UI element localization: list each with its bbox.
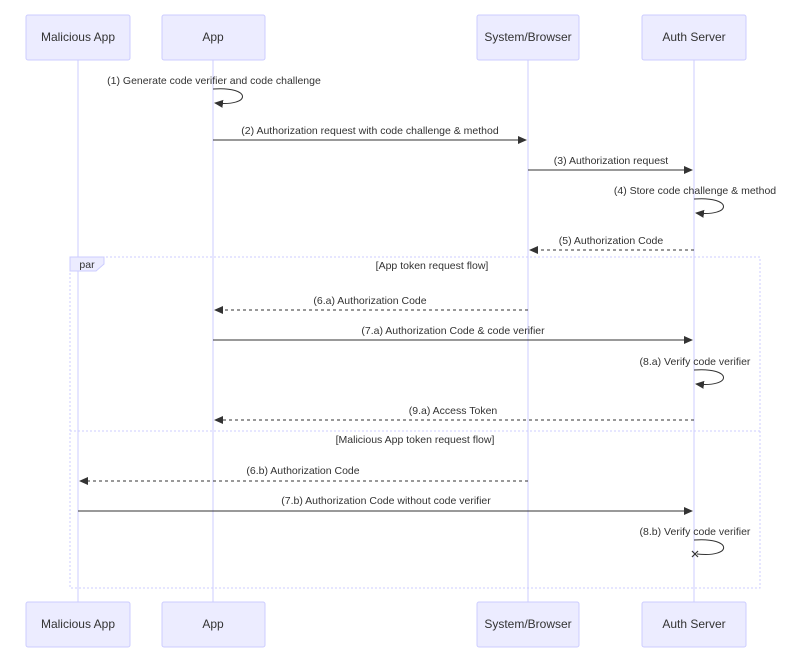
message-label: (8.b) Verify code verifier bbox=[640, 526, 751, 538]
message-7a: (7.a) Authorization Code & code verifier bbox=[213, 325, 693, 344]
participant-label: Auth Server bbox=[662, 30, 725, 44]
message-label: (7.a) Authorization Code & code verifier bbox=[361, 325, 545, 337]
par-label-tab bbox=[69, 256, 105, 272]
message-label: (2) Authorization request with code chal… bbox=[241, 125, 499, 137]
participant-system-browser-top: System/Browser bbox=[476, 14, 580, 61]
participant-label: System/Browser bbox=[484, 617, 571, 631]
par-section-title-app: [App token request flow] bbox=[376, 260, 489, 272]
participant-auth-server-bottom: Auth Server bbox=[641, 601, 747, 648]
par-fragment: par [App token request flow] [Malicious … bbox=[69, 256, 761, 589]
message-6a: (6.a) Authorization Code bbox=[214, 295, 528, 314]
message-label: (9.a) Access Token bbox=[409, 405, 498, 417]
par-kind-label: par bbox=[79, 259, 95, 271]
participant-label: App bbox=[202, 30, 224, 44]
participant-label: Malicious App bbox=[41, 30, 115, 44]
participant-label: System/Browser bbox=[484, 30, 571, 44]
message-6b: (6.b) Authorization Code bbox=[79, 465, 528, 485]
message-label: (8.a) Verify code verifier bbox=[640, 356, 751, 368]
participant-app-bottom: App bbox=[161, 601, 266, 648]
message-2: (2) Authorization request with code chal… bbox=[213, 125, 527, 144]
message-1-self: (1) Generate code verifier and code chal… bbox=[107, 75, 321, 108]
message-5: (5) Authorization Code bbox=[529, 235, 694, 254]
message-label: (4) Store code challenge & method bbox=[614, 185, 776, 197]
message-label: (7.b) Authorization Code without code ve… bbox=[281, 495, 491, 507]
participant-malicious-app-bottom: Malicious App bbox=[25, 601, 131, 648]
participant-label: App bbox=[202, 617, 224, 631]
message-8a-self: (8.a) Verify code verifier bbox=[640, 356, 751, 389]
message-8b-self: (8.b) Verify code verifier bbox=[640, 526, 751, 558]
participant-label: Auth Server bbox=[662, 617, 725, 631]
participant-app-top: App bbox=[161, 14, 266, 61]
message-9a: (9.a) Access Token bbox=[214, 405, 694, 424]
participant-malicious-app-top: Malicious App bbox=[25, 14, 131, 61]
message-4-self: (4) Store code challenge & method bbox=[614, 185, 776, 218]
participant-label: Malicious App bbox=[41, 617, 115, 631]
cross-icon bbox=[691, 550, 699, 558]
message-3: (3) Authorization request bbox=[528, 155, 693, 174]
message-label: (3) Authorization request bbox=[554, 155, 668, 167]
participant-auth-server-top: Auth Server bbox=[641, 14, 747, 61]
participant-system-browser-bottom: System/Browser bbox=[476, 601, 580, 648]
par-section-title-malicious: [Malicious App token request flow] bbox=[336, 434, 495, 446]
message-label: (5) Authorization Code bbox=[559, 235, 664, 247]
message-label: (1) Generate code verifier and code chal… bbox=[107, 75, 321, 87]
message-label: (6.a) Authorization Code bbox=[313, 295, 426, 307]
message-7b: (7.b) Authorization Code without code ve… bbox=[78, 495, 693, 515]
message-label: (6.b) Authorization Code bbox=[246, 465, 359, 477]
